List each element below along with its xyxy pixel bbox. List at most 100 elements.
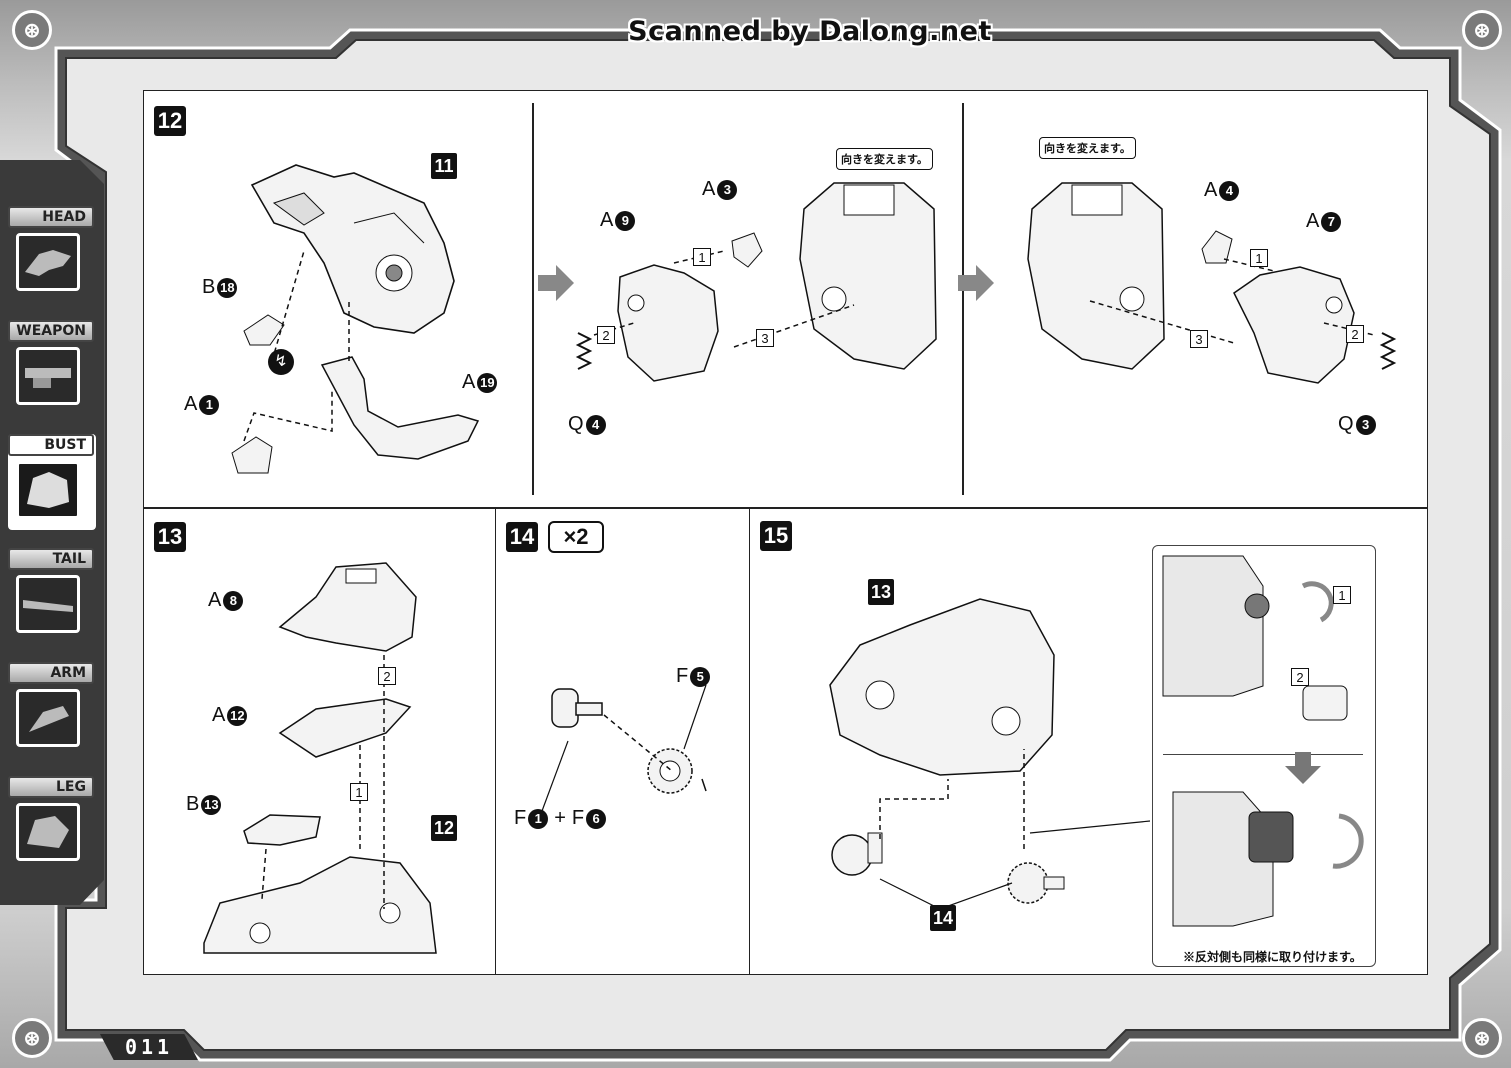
gear-part <box>647 748 693 794</box>
plate-part <box>278 698 412 758</box>
joint-part <box>831 832 883 876</box>
head-icon <box>16 233 80 291</box>
shoulder-part <box>617 264 719 382</box>
part-letter: A <box>462 371 476 393</box>
part-number-badge: 3 <box>1355 414 1376 435</box>
tab-label: BUST <box>8 434 94 456</box>
part-letter: F <box>571 807 585 829</box>
part-number-badge: 8 <box>223 590 244 611</box>
part-number-badge: 19 <box>477 372 498 393</box>
part-number-badge: 3 <box>717 179 738 200</box>
joint-part <box>551 688 603 728</box>
assembly-guide-lines <box>261 655 385 909</box>
tab-label: TAIL <box>8 548 94 570</box>
sidebar-tab-leg[interactable]: LEG <box>8 776 96 872</box>
top-armor-part <box>278 562 417 652</box>
chest-block-part <box>1027 182 1165 370</box>
sidebar-tab-weapon[interactable]: WEAPON <box>8 320 96 416</box>
assembly-guide-lines <box>593 250 855 348</box>
step-15-panel: 15 13 14 1 2 ※反対側も同 <box>749 508 1428 975</box>
small-part <box>231 436 273 474</box>
ref-step-badge: 11 <box>431 153 457 179</box>
part-number-badge: 5 <box>690 666 711 687</box>
part-letter: B <box>186 793 200 815</box>
bust-assembly-part <box>203 856 437 954</box>
tab-label: LEG <box>8 776 94 798</box>
section-sidebar: HEAD WEAPON BUST TAIL ARM LEG <box>0 160 104 905</box>
part-letter: A <box>1204 179 1218 201</box>
sidebar-tab-bust[interactable]: BUST <box>8 434 96 530</box>
step-number: 15 <box>760 521 792 551</box>
sequence-marker: 2 <box>1291 668 1309 686</box>
sidebar-tab-arm[interactable]: ARM <box>8 662 96 758</box>
corner-logo-icon: ⊛ <box>1462 1018 1502 1058</box>
watermark: Scanned by Dalong.net <box>628 16 992 47</box>
next-arrow-icon <box>538 265 574 301</box>
tab-label: WEAPON <box>8 320 94 342</box>
corner-logo-icon: ⊛ <box>1462 10 1502 50</box>
part-letter: F <box>514 807 527 829</box>
bust-frame-part <box>250 164 455 334</box>
down-arrow-icon <box>1285 752 1321 784</box>
page-number: 011 <box>100 1034 198 1060</box>
sequence-marker: 1 <box>693 248 711 266</box>
part-number-badge: 1 <box>528 808 549 829</box>
sequence-marker: 2 <box>378 667 396 685</box>
sequence-marker: 2 <box>597 326 615 344</box>
part-letter: A <box>702 178 716 200</box>
clip-part <box>731 232 763 268</box>
sidebar-tab-tail[interactable]: TAIL <box>8 548 96 644</box>
sequence-marker: 1 <box>350 783 368 801</box>
part-letter: A <box>212 704 226 726</box>
quantity-multiplier: ×2 <box>548 521 604 553</box>
tail-icon <box>16 575 80 633</box>
plus-sign: + <box>554 807 566 829</box>
sidebar-tab-head[interactable]: HEAD <box>8 206 96 302</box>
part-letter: B <box>202 276 216 298</box>
arm-icon <box>16 689 80 747</box>
detail-top-image <box>1162 555 1348 721</box>
spring-part <box>1379 332 1397 370</box>
step-number: 14 <box>506 522 538 552</box>
part-number-badge: 7 <box>1321 211 1342 232</box>
sequence-marker: 2 <box>1346 325 1364 343</box>
orientation-note: 向きを変えます。 <box>1039 137 1136 159</box>
ref-step-badge: 14 <box>930 905 956 931</box>
sequence-marker: 3 <box>756 329 774 347</box>
corner-logo-icon: ⊛ <box>12 10 52 50</box>
bust-icon <box>16 461 80 519</box>
leg-icon <box>16 803 80 861</box>
part-letter: A <box>208 589 222 611</box>
assembly-guide-lines <box>879 749 1151 910</box>
step-number: 12 <box>154 106 186 136</box>
part-number-badge: 4 <box>1219 180 1240 201</box>
sequence-marker: 3 <box>1190 330 1208 348</box>
ref-step-badge: 13 <box>868 579 894 605</box>
part-number-badge: 6 <box>586 808 607 829</box>
part-number-badge: 4 <box>585 414 606 435</box>
sub-step-divider <box>532 103 534 495</box>
ref-step-badge: 12 <box>431 815 457 841</box>
gear-part <box>1007 862 1065 904</box>
orientation-note: 向きを変えます。 <box>836 148 933 170</box>
part-letter: A <box>1306 210 1320 232</box>
weapon-icon <box>16 347 80 405</box>
sub-step-divider <box>962 103 964 495</box>
step-number: 13 <box>154 522 186 552</box>
small-block-part <box>243 814 321 846</box>
note-text: ※反対側も同様に取り付けます。 <box>1183 950 1362 964</box>
cement-icon: ↯ <box>268 349 294 375</box>
part-letter: A <box>600 209 614 231</box>
